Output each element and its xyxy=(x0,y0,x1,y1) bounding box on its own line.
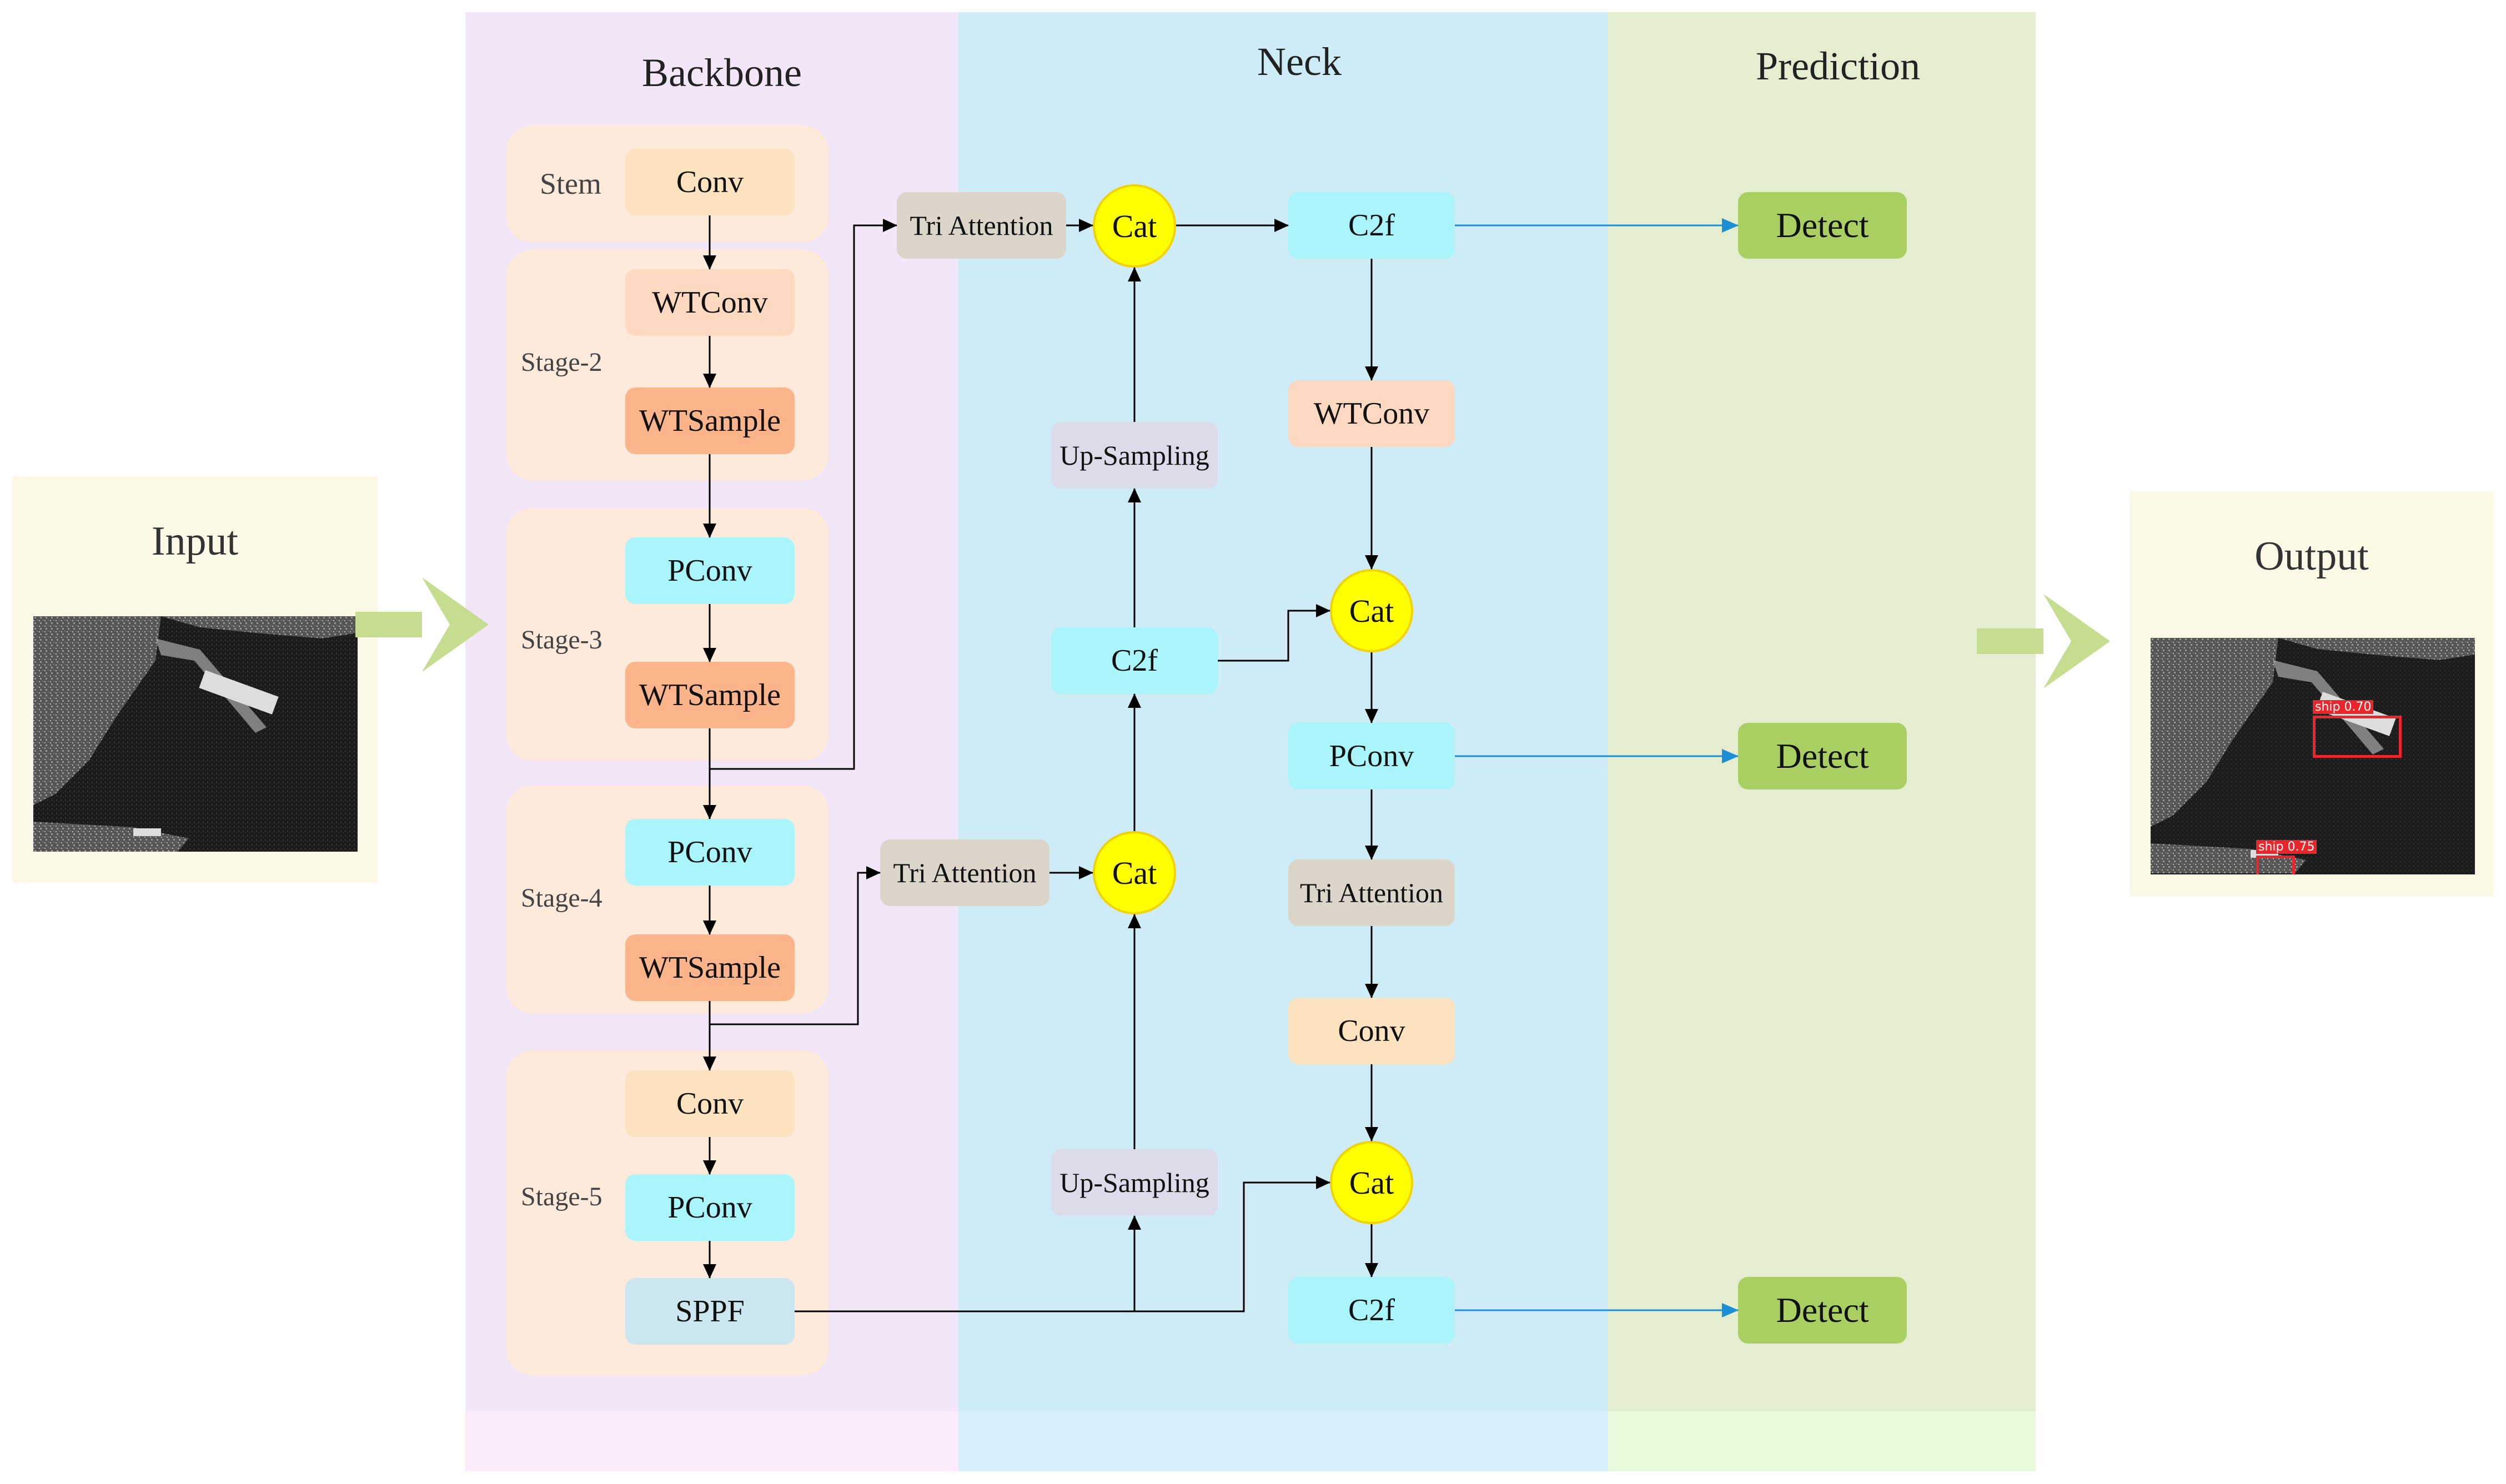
output-panel: Output ship 0.70 ship 0.75 xyxy=(2130,491,2494,897)
backbone-panel-footer xyxy=(465,1411,958,1471)
c2f-bottom-block: C2f xyxy=(1288,1277,1455,1344)
detect-head-1: Detect xyxy=(1738,192,1907,259)
input-arrow xyxy=(355,577,489,672)
stage3-wtsample-block: WTSample xyxy=(625,662,795,728)
tri-attention-mid-block: Tri Attention xyxy=(880,839,1049,906)
detect-head-2: Detect xyxy=(1738,723,1907,789)
wire-stage4-to-triatt-mid xyxy=(710,866,881,1025)
backbone-title: Backbone xyxy=(642,51,802,95)
stage2-wtsample-block: WTSample xyxy=(625,388,795,454)
input-title: Input xyxy=(151,519,239,564)
tri-attention-right-block: Tri Attention xyxy=(1288,859,1455,926)
prediction-title: Prediction xyxy=(1756,44,1920,88)
cat-right1-node: Cat xyxy=(1330,569,1413,652)
neck-panel-footer xyxy=(958,1411,1608,1471)
input-panel: Input xyxy=(12,476,378,883)
stage3-label: Stage-3 xyxy=(521,625,602,655)
stage3-pconv-block: PConv xyxy=(625,537,795,604)
upsampling-top-block: Up-Sampling xyxy=(1051,422,1218,489)
cat-top-node: Cat xyxy=(1093,184,1176,268)
neck-pconv-block: PConv xyxy=(1288,723,1455,789)
stem-label: Stem xyxy=(540,167,602,200)
tri-attention-top-block: Tri Attention xyxy=(897,192,1066,259)
output-arrow xyxy=(1977,594,2110,688)
stage2-wtconv-block: WTConv xyxy=(625,269,795,336)
stage4-pconv-block: PConv xyxy=(625,819,795,886)
neck-wtconv-block: WTConv xyxy=(1288,380,1455,447)
output-sar-image: ship 0.70 ship 0.75 xyxy=(2151,638,2475,874)
stage2-label: Stage-2 xyxy=(521,348,602,377)
wire-stage3-to-triatt-top xyxy=(710,219,897,770)
wire-c2f-left-to-cat-right1 xyxy=(1218,604,1330,662)
stage5-pconv-block: PConv xyxy=(625,1174,795,1241)
stage5-conv-block: Conv xyxy=(625,1070,795,1137)
c2f-top-block: C2f xyxy=(1288,192,1455,259)
detection-label-2: ship 0.75 xyxy=(2256,840,2317,854)
upsampling-bottom-block: Up-Sampling xyxy=(1051,1149,1218,1216)
wire-sppf-to-cat-right2 xyxy=(1134,1176,1330,1312)
stem-conv-block: Conv xyxy=(625,149,795,215)
neck-conv-block: Conv xyxy=(1288,998,1455,1064)
stage5-sppf-block: SPPF xyxy=(625,1278,795,1345)
detect-head-3: Detect xyxy=(1738,1277,1907,1344)
stage4-wtsample-block: WTSample xyxy=(625,934,795,1001)
detection-label-1: ship 0.70 xyxy=(2313,700,2374,714)
input-sar-image xyxy=(33,616,358,852)
stage5-label: Stage-5 xyxy=(521,1182,602,1211)
c2f-left-block: C2f xyxy=(1051,627,1218,694)
cat-right2-node: Cat xyxy=(1330,1141,1413,1224)
detection-box-2 xyxy=(2256,856,2295,874)
input-sar-graphic xyxy=(33,616,358,852)
output-title: Output xyxy=(2254,534,2369,579)
cat-mid-node: Cat xyxy=(1093,831,1176,914)
detection-box-1 xyxy=(2313,716,2402,758)
neck-title: Neck xyxy=(1257,39,1342,84)
prediction-panel-footer xyxy=(1608,1411,2036,1471)
stage4-label: Stage-4 xyxy=(521,883,602,913)
